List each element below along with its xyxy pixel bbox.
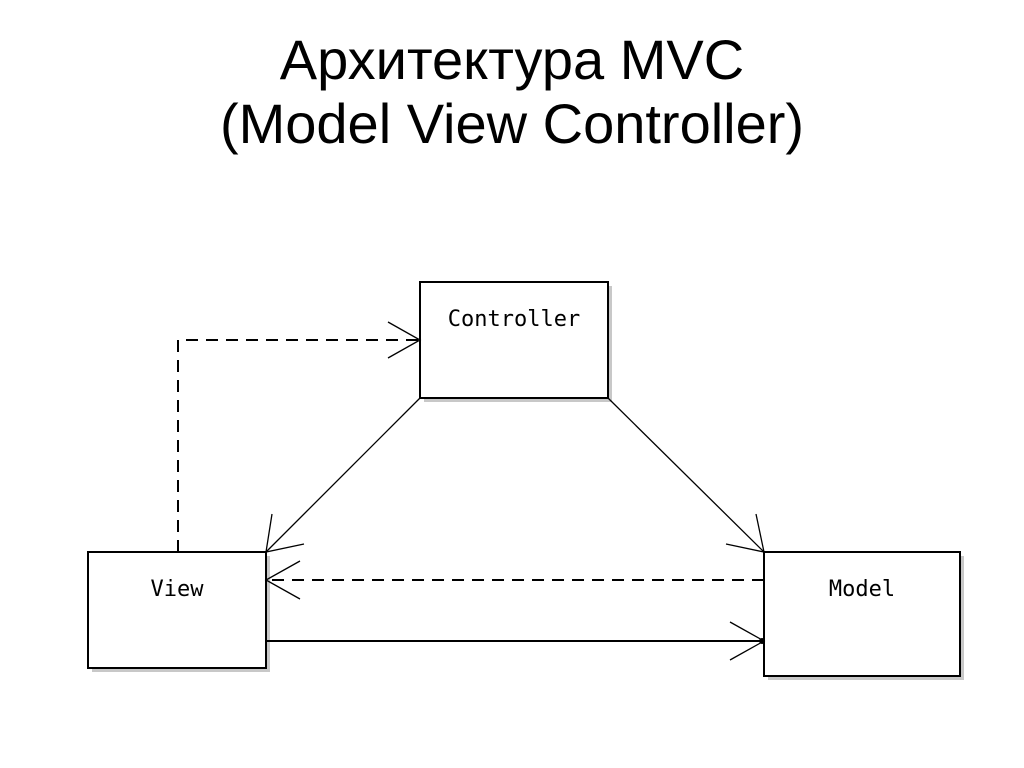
edge-view-to-controller-line: [177, 339, 420, 552]
edge-controller-to-model: [607, 397, 765, 553]
edge-view-to-controller-arrowhead: [387, 321, 422, 359]
edge-controller-to-view-line: [265, 397, 421, 553]
slide-title-line-2: (Model View Controller): [219, 92, 805, 155]
view-label: View: [151, 577, 205, 602]
slide-title-line-1: Архитектура MVC: [279, 28, 745, 91]
edge-controller-to-model-line: [607, 397, 765, 553]
model-node: Model: [763, 551, 964, 680]
model-label: Model: [829, 577, 895, 602]
edge-controller-to-model-arrowhead: [725, 513, 765, 553]
edge-controller-to-view: [265, 397, 421, 553]
edge-view-to-model: [266, 621, 766, 661]
controller-label: Controller: [448, 307, 580, 332]
controller-node: Controller: [419, 281, 612, 402]
edge-view-to-controller: [177, 321, 422, 552]
model-box: [763, 551, 961, 677]
view-node: View: [87, 551, 270, 672]
controller-box: [419, 281, 609, 399]
edge-controller-to-view-arrowhead: [265, 513, 305, 553]
edge-model-to-view-arrowhead: [264, 560, 301, 600]
edge-view-to-model-end-dot: [759, 638, 765, 644]
slide-title: Архитектура MVC (Model View Controller): [0, 28, 1024, 156]
edge-model-to-view: [264, 560, 764, 600]
view-box: [87, 551, 267, 669]
